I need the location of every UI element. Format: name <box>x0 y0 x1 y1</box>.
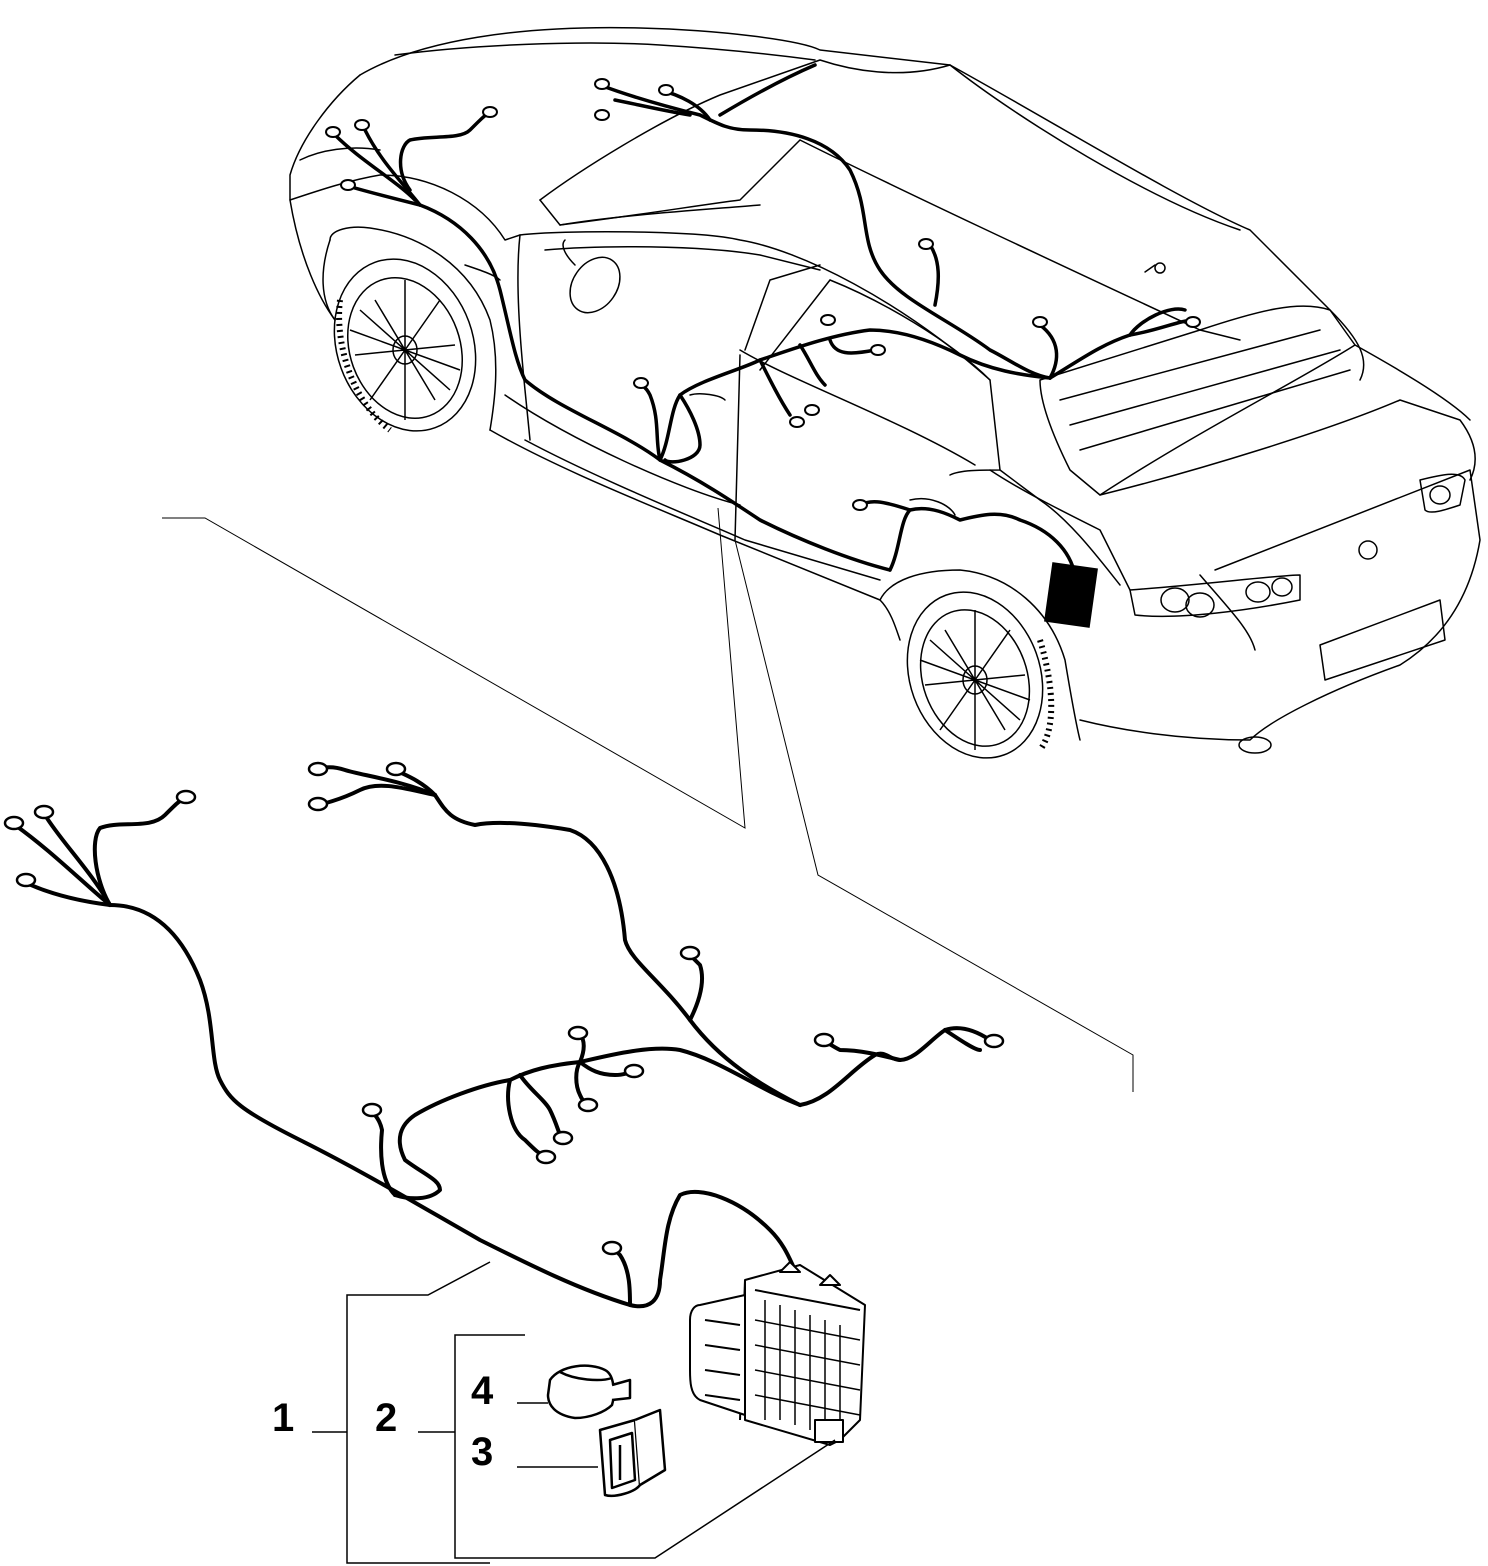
callout-1: 1 <box>272 1396 295 1440</box>
callout-brackets <box>312 1261 836 1564</box>
rear-wheel <box>906 591 1055 759</box>
fuse-part <box>598 1408 667 1497</box>
car-connectors <box>325 78 1201 511</box>
callout-3: 3 <box>471 1430 494 1474</box>
car-body <box>289 26 1481 754</box>
leader-lines <box>162 507 1134 1092</box>
front-wheel <box>333 258 477 433</box>
wiring-harness-exploded <box>13 765 992 1309</box>
harness-on-car <box>333 63 1197 577</box>
harness-connectors <box>3 761 1005 1256</box>
callout-4: 4 <box>471 1369 494 1413</box>
callout-2: 2 <box>375 1396 398 1440</box>
fuse-box <box>689 1261 866 1446</box>
relay-part <box>546 1364 632 1420</box>
